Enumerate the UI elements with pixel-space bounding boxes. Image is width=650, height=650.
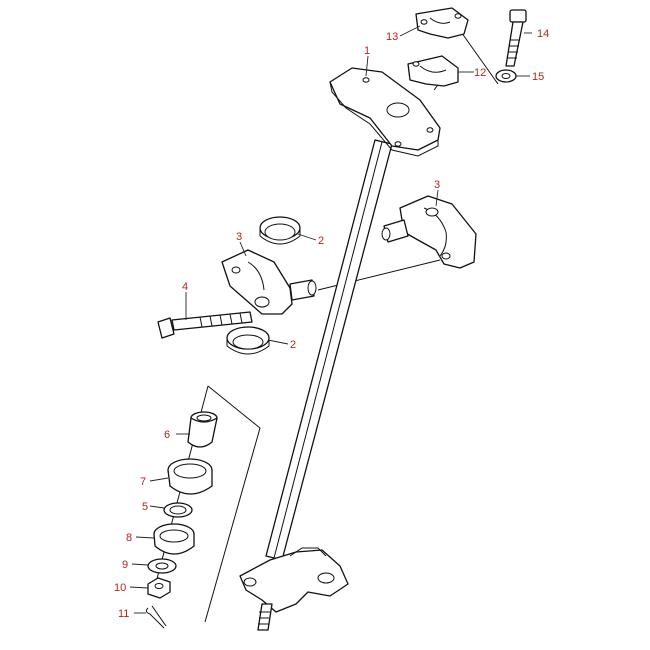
- lower-steering-arm: [239, 547, 349, 631]
- callout-12: 12: [474, 67, 486, 79]
- bushing-holder-left: [221, 249, 317, 315]
- callout-14: 14: [537, 28, 549, 40]
- callout-labels: 1 13 14 12 15 3 3 2 4 2 6 7 5 8 9 10 11: [114, 28, 549, 620]
- upper-mount-plate: [329, 67, 441, 157]
- callout-10: 10: [114, 582, 126, 594]
- callout-11: 11: [118, 608, 129, 620]
- seal-ring-lower: [226, 326, 270, 355]
- callout-2-lower: 2: [290, 339, 296, 351]
- cotter-pin: [145, 605, 167, 629]
- bearing-upper: [167, 458, 213, 495]
- callout-3-right: 3: [434, 179, 440, 191]
- callout-13: 13: [386, 31, 398, 43]
- clamp-bolt: [505, 9, 527, 67]
- lower-clamp-half: [407, 55, 459, 87]
- callout-7: 7: [140, 476, 146, 488]
- bearing-lower: [153, 523, 195, 555]
- flat-washer: [147, 558, 177, 574]
- bushing-holder-right: [381, 195, 477, 269]
- callout-9: 9: [122, 559, 128, 571]
- callout-15: 15: [532, 71, 544, 83]
- steering-shaft: [265, 139, 393, 561]
- clamp-washer: [495, 69, 517, 83]
- thin-washer: [163, 502, 193, 518]
- callout-2-upper: 2: [318, 235, 324, 247]
- callout-1: 1: [364, 45, 370, 57]
- callout-4: 4: [182, 281, 188, 293]
- castle-nut: [147, 577, 171, 599]
- callout-6: 6: [164, 429, 170, 441]
- callout-leader-lines: [129, 25, 532, 614]
- collar-bushing: [187, 411, 218, 448]
- holder-bolt: [157, 311, 253, 339]
- upper-clamp-half: [415, 7, 469, 39]
- callout-8: 8: [126, 532, 132, 544]
- callout-5: 5: [142, 501, 148, 513]
- callout-3-left: 3: [236, 231, 242, 243]
- seal-ring-upper: [259, 216, 301, 245]
